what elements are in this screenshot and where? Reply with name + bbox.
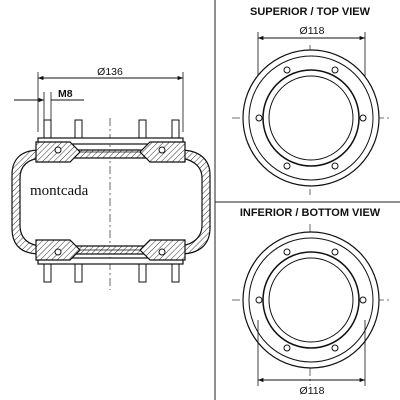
bottom-view: INFERIOR / BOTTOM VIEW Ø118 bbox=[232, 207, 390, 397]
overall-dimension: Ø136 bbox=[37, 66, 184, 132]
bottom-bolts bbox=[43, 261, 180, 283]
bottom-plate-dimension: Ø118 bbox=[257, 320, 366, 397]
brand-label: montcada bbox=[30, 183, 89, 199]
top-crimp-rings bbox=[35, 141, 186, 163]
top-bolts bbox=[43, 119, 180, 141]
top-inner-circle bbox=[268, 75, 354, 161]
bottom-crimp-rings bbox=[35, 239, 186, 261]
bottom-plate-circle bbox=[262, 251, 360, 349]
bottom-plate-dimension-label: Ø118 bbox=[300, 385, 325, 397]
side-view: Ø136 M8 bbox=[11, 66, 211, 290]
bolt-thread-label: M8 bbox=[58, 88, 73, 100]
top-plate bbox=[37, 137, 184, 145]
top-view-title: SUPERIOR / TOP VIEW bbox=[250, 6, 371, 18]
bottom-ring-2 bbox=[248, 237, 374, 363]
top-view: SUPERIOR / TOP VIEW Ø118 bbox=[232, 6, 390, 195]
top-ring-2 bbox=[248, 55, 374, 181]
top-bolt-holes bbox=[255, 66, 367, 170]
bottom-bolt-holes bbox=[255, 248, 367, 352]
bottom-plate bbox=[37, 257, 184, 265]
top-plate-circle bbox=[262, 69, 360, 167]
overall-dimension-label: Ø136 bbox=[97, 66, 123, 78]
bottom-inner-circle bbox=[268, 257, 354, 343]
bottom-view-title: INFERIOR / BOTTOM VIEW bbox=[240, 207, 381, 219]
bellows-wall bbox=[11, 149, 211, 255]
bolt-dimension: M8 bbox=[14, 88, 84, 122]
top-plate-dimension-label: Ø118 bbox=[300, 25, 325, 37]
